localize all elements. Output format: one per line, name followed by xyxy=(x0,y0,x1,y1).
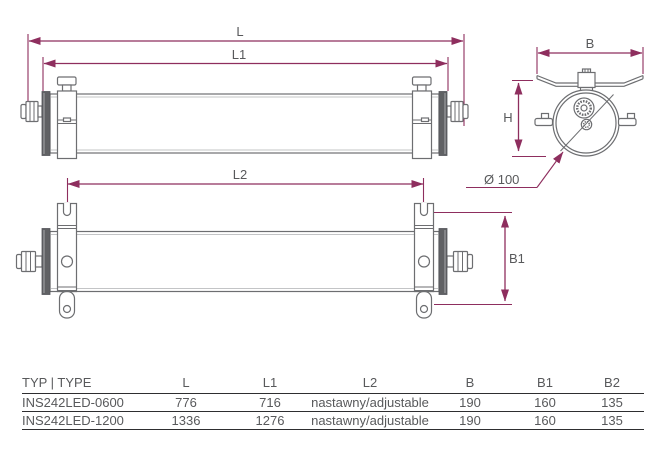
strap-bottom-tab xyxy=(58,290,76,319)
bracket-body xyxy=(56,90,78,160)
cable-gland-left xyxy=(15,250,43,273)
header-l: L xyxy=(142,372,230,394)
end-cap-left xyxy=(41,228,51,295)
strap-keyhole-slot xyxy=(62,203,72,217)
mounting-bracket-left xyxy=(56,76,78,160)
header-l2: L2 xyxy=(310,372,430,394)
gland-tip xyxy=(462,103,469,120)
cable-gland-right xyxy=(446,100,469,123)
strap-tab-hole xyxy=(62,304,72,314)
dimension-label-b1: B1 xyxy=(509,251,525,266)
strap-hole xyxy=(60,255,74,268)
tube-body xyxy=(49,230,440,293)
cell-l1: 716 xyxy=(230,393,310,412)
gland-flange xyxy=(37,105,43,118)
gland-tip xyxy=(466,253,474,270)
thumbscrew-cap xyxy=(56,76,77,86)
dimension-label-l1: L1 xyxy=(232,47,246,62)
tube-outline-inner xyxy=(555,92,617,154)
gland-tip xyxy=(15,253,23,270)
luminaire-plan-view xyxy=(15,202,474,319)
cell-b1: 160 xyxy=(510,393,580,412)
spec-table: TYP | TYPE L L1 L2 B B1 B2 INS242LED-060… xyxy=(22,372,644,430)
gland-end-small xyxy=(580,118,593,131)
dimension-b1: B1 xyxy=(434,211,525,306)
cell-b: 190 xyxy=(430,411,510,430)
header-b: B xyxy=(430,372,510,394)
end-cap-right xyxy=(438,228,448,295)
cell-l2: nastawny/adjustable xyxy=(310,393,430,412)
header-b1: B1 xyxy=(510,372,580,394)
luminaire-front-view xyxy=(20,76,469,160)
thumbscrew-cap xyxy=(411,76,432,86)
cell-l: 776 xyxy=(142,393,230,412)
bracket-latch xyxy=(420,117,430,123)
cell-type: INS242LED-0600 xyxy=(22,393,142,412)
gland-nut xyxy=(20,250,37,273)
dimension-b: B xyxy=(536,36,644,74)
end-cap-left xyxy=(41,91,51,156)
header-typ-type: TYP | TYPE xyxy=(22,372,142,394)
gland-nut xyxy=(452,250,469,273)
end-cap-right xyxy=(438,91,448,156)
strap-body xyxy=(56,202,78,293)
dimension-h: H xyxy=(503,79,546,158)
ceiling-bracket xyxy=(536,68,644,89)
mounting-bracket-right xyxy=(411,76,433,160)
gland-flange xyxy=(446,255,455,268)
cable-gland-right xyxy=(446,250,474,273)
gland-nut xyxy=(25,100,39,123)
strap-body xyxy=(413,202,435,293)
thumbscrew-stem xyxy=(61,84,72,92)
cable-gland-left xyxy=(20,100,43,123)
cell-b2: 135 xyxy=(580,411,644,430)
dimension-label-b: B xyxy=(586,36,595,51)
diameter-indicator-line xyxy=(560,94,614,152)
technical-drawing: L L1 xyxy=(15,24,644,319)
strap-bottom-tab xyxy=(415,290,433,319)
cell-b2: 135 xyxy=(580,393,644,412)
bracket-latch xyxy=(62,117,72,123)
thumbscrew-stem xyxy=(416,84,427,92)
cell-l2: nastawny/adjustable xyxy=(310,411,430,430)
clamp-block xyxy=(577,71,596,89)
gland-flange xyxy=(34,255,43,268)
strap-tab-hole xyxy=(419,304,429,314)
gland-tip xyxy=(20,103,27,120)
table-row: INS242LED-0600 776 716 nastawny/adjustab… xyxy=(22,393,644,412)
diameter-label: Ø 100 xyxy=(484,172,519,187)
gland-end-large xyxy=(573,97,595,119)
diameter-callout: Ø 100 xyxy=(466,151,564,189)
strap-keyhole-slot xyxy=(419,203,429,217)
luminaire-end-view xyxy=(534,68,644,157)
dimension-label-l: L xyxy=(236,24,243,39)
cell-l1: 1276 xyxy=(230,411,310,430)
cell-l: 1336 xyxy=(142,411,230,430)
side-tab-left xyxy=(534,112,554,127)
mounting-strap-left xyxy=(56,202,78,319)
cell-b1: 160 xyxy=(510,411,580,430)
strap-hole xyxy=(417,255,431,268)
dimension-label-h: H xyxy=(503,110,512,125)
side-tab-right xyxy=(617,112,637,127)
tube-body xyxy=(49,93,440,154)
mounting-strap-right xyxy=(413,202,435,319)
cell-b: 190 xyxy=(430,393,510,412)
dimension-l2: L2 xyxy=(66,167,425,202)
table-row: INS242LED-1200 1336 1276 nastawny/adjust… xyxy=(22,411,644,430)
dimension-label-l2: L2 xyxy=(233,167,247,182)
header-l1: L1 xyxy=(230,372,310,394)
header-b2: B2 xyxy=(580,372,644,394)
bracket-body xyxy=(411,90,433,160)
leader-arrow xyxy=(536,151,564,188)
table-header-row: TYP | TYPE L L1 L2 B B1 B2 xyxy=(22,372,644,394)
gland-nut xyxy=(450,100,464,123)
dimension-l1: L1 xyxy=(42,47,449,91)
cell-type: INS242LED-1200 xyxy=(22,411,142,430)
